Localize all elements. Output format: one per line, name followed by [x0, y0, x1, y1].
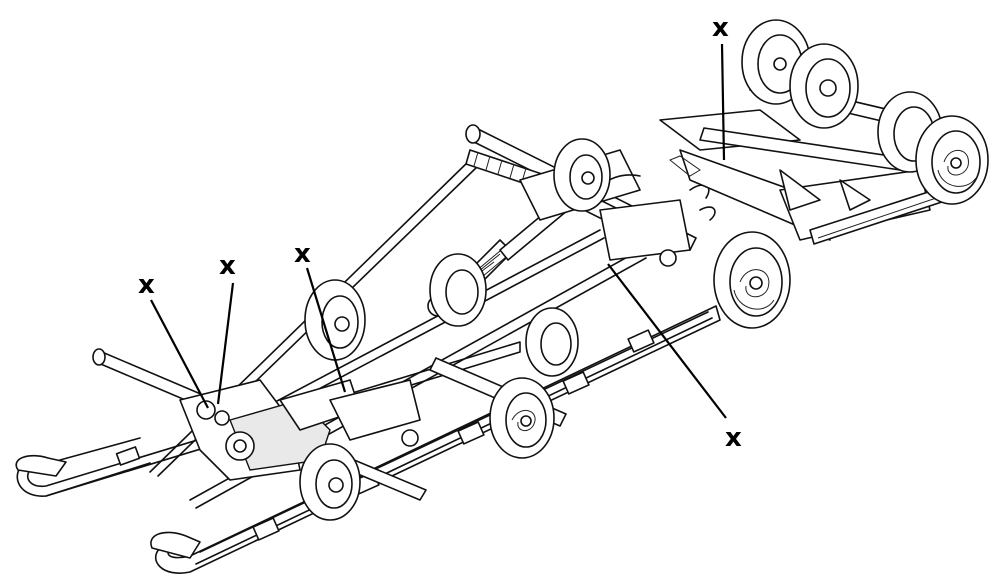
front-linkage — [179, 379, 421, 481]
leader-right-lower — [607, 263, 727, 419]
wheel-5 — [525, 307, 579, 377]
wheel-6 — [489, 377, 555, 459]
right-rail — [115, 305, 721, 574]
callout-left-1: x — [138, 270, 155, 300]
wheel-1 — [304, 279, 366, 361]
leader-left-2 — [216, 282, 235, 405]
callout-labels: x x x x x — [138, 13, 742, 453]
callout-rear-top: x — [712, 13, 729, 43]
callout-right-lower: x — [725, 423, 742, 453]
wheel-7 — [713, 231, 791, 329]
rear-wheel-b — [789, 43, 859, 129]
wheel-2 — [429, 253, 487, 327]
wheel-4 — [299, 443, 361, 521]
leader-left-1 — [150, 299, 209, 409]
wheel-3 — [553, 138, 611, 212]
leader-rear-top — [720, 43, 726, 161]
leader-center — [305, 267, 347, 393]
callout-center: x — [294, 239, 311, 269]
callout-leaders — [150, 43, 727, 419]
callout-left-2: x — [219, 251, 236, 281]
rear-wheel-d — [915, 115, 989, 205]
